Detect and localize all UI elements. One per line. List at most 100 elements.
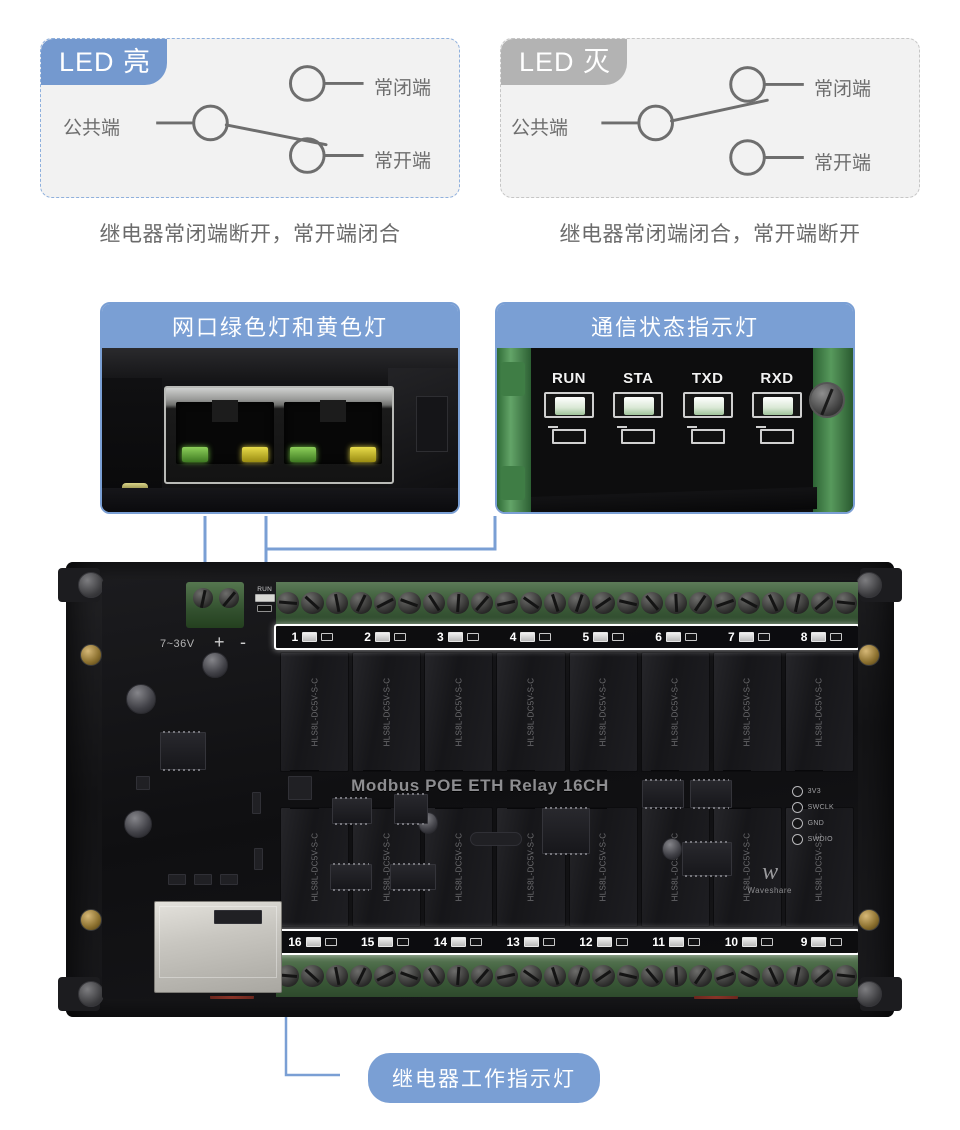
mounting-hole-icon <box>856 981 882 1007</box>
terminal-screw <box>325 592 348 614</box>
terminal-screw <box>713 965 736 987</box>
channel-number: 16 <box>288 935 302 949</box>
status-led-run: RUN <box>539 370 599 444</box>
channel-number: 7 <box>728 630 735 644</box>
relay-module: HLS8L-DC5V-S-C <box>280 652 350 772</box>
status-led-resistor <box>759 429 794 444</box>
caption-led-on: 继电器常闭端断开，常开端闭合 <box>99 223 401 246</box>
swd-pin-swclk: SWCLK <box>791 802 834 813</box>
terminal-screw <box>495 965 518 987</box>
terminal-screw <box>834 592 857 614</box>
channel-resistor-icon <box>324 938 337 946</box>
relay-part-label: HLS8L-DC5V-S-C <box>382 677 392 747</box>
state-badge-led-off: LED 灭 <box>501 39 628 85</box>
channel-index-cell: 14 <box>422 935 495 949</box>
terminal-screw <box>301 592 324 614</box>
caption-led-off: 继电器常闭端闭合，常开端断开 <box>559 223 861 246</box>
terminal-screw <box>616 592 639 614</box>
power-terminal-block <box>186 582 244 628</box>
terminal-screw <box>810 965 833 987</box>
channel-number: 8 <box>800 630 808 644</box>
channel-resistor-icon <box>539 633 552 641</box>
terminal-screw <box>786 592 809 614</box>
board-status-led-resistor <box>257 605 273 612</box>
channel-led-icon <box>523 937 539 947</box>
relay-part-label: HLS8L-DC5V-S-C <box>814 677 824 747</box>
relay-part-label: HLS8L-DC5V-S-C <box>598 832 608 902</box>
channel-led-icon <box>593 632 609 642</box>
relay-part-label: HLS8L-DC5V-S-C <box>598 677 608 747</box>
channel-index-cell: 11 <box>640 935 713 949</box>
channel-index-cell: 6 <box>640 630 713 644</box>
state-badge-led-on: LED 亮 <box>41 39 168 85</box>
board-status-led-label: RUN <box>257 586 272 593</box>
channel-index-cell: 16 <box>276 935 349 949</box>
terminal-screw <box>762 592 785 614</box>
terminal-screw <box>592 965 615 987</box>
swd-pad-icon <box>791 818 803 829</box>
terminal-screw <box>519 592 542 614</box>
photo-panel-title-ethernet: 网口绿色灯和黄色灯 <box>102 304 458 348</box>
terminal-screw <box>640 592 663 614</box>
channel-number: 10 <box>724 935 739 949</box>
channel-number: 3 <box>437 630 444 644</box>
status-led-txd: TXD <box>678 370 738 444</box>
terminal-screw <box>689 965 712 987</box>
label-no-on: 常开端 <box>374 151 432 172</box>
power-plus-label: + <box>214 632 225 652</box>
relay-part-label: HLS8L-DC5V-S-C <box>526 677 536 747</box>
relay-module: HLS8L-DC5V-S-C <box>280 807 350 927</box>
terminal-screw <box>277 965 300 987</box>
rj45-led-green-2 <box>290 447 316 462</box>
channel-resistor-icon <box>761 938 774 946</box>
channel-resistor-icon <box>470 938 483 946</box>
relay-state-card-led-on: LED 亮 公共端 常闭端 常开端 <box>40 38 460 198</box>
rubber-foot-icon <box>210 996 254 999</box>
channel-number: 4 <box>509 630 517 644</box>
status-led-label: TXD <box>691 370 724 387</box>
brass-standoff-icon <box>80 644 102 666</box>
terminal-screw <box>301 965 324 987</box>
channel-number: 1 <box>291 630 299 644</box>
swd-pad-icon <box>791 786 803 797</box>
terminal-screw <box>543 965 566 987</box>
channel-index-cell: 3 <box>422 630 495 644</box>
terminal-screw <box>737 592 760 614</box>
channel-number: 13 <box>506 935 520 949</box>
channel-index-cell: 15 <box>349 935 422 949</box>
terminal-screw <box>810 592 833 614</box>
photo-panel-title-status: 通信状态指示灯 <box>497 304 853 348</box>
channel-resistor-icon <box>684 633 697 641</box>
rj45-led-yellow-1 <box>242 447 268 462</box>
channel-resistor-icon <box>542 938 555 946</box>
terminal-screw <box>713 592 736 614</box>
status-led-resistor <box>552 429 586 444</box>
waveshare-brand-name: Waveshare <box>747 886 792 895</box>
terminal-screw <box>422 965 445 987</box>
status-led-label: STA <box>623 370 654 387</box>
terminal-screw <box>398 965 421 987</box>
status-led-resistor <box>690 429 725 444</box>
relay-module: HLS8L-DC5V-S-C <box>640 652 710 772</box>
terminal-screw <box>422 592 445 614</box>
channel-index-cell: 7 <box>713 630 786 644</box>
terminal-strip-top <box>276 582 858 624</box>
terminal-screw <box>568 965 591 987</box>
terminal-screw <box>446 592 469 614</box>
terminal-screw <box>568 592 591 614</box>
channel-number: 14 <box>433 935 448 949</box>
waveshare-logo: w Waveshare <box>747 859 792 895</box>
terminal-screw <box>374 965 397 987</box>
terminal-screw <box>495 592 518 614</box>
status-led-lamp <box>613 392 664 428</box>
terminal-screw <box>519 965 542 987</box>
terminal-screw <box>762 965 785 987</box>
swd-pad-icon <box>791 802 803 813</box>
channel-led-icon <box>447 632 463 642</box>
channel-number: 6 <box>655 630 662 644</box>
channel-led-icon <box>811 632 827 642</box>
